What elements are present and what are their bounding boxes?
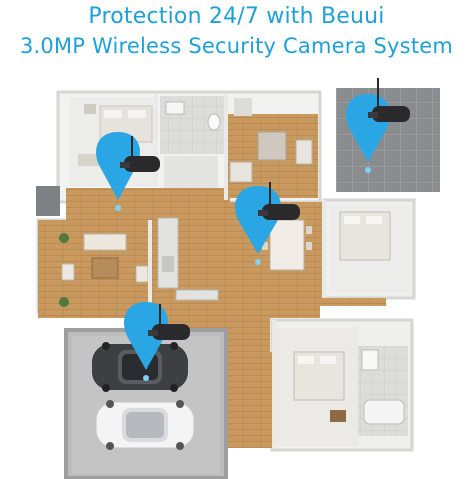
kitchen-counter <box>157 217 219 301</box>
car-icon <box>95 400 195 450</box>
camera-location-pin-icon <box>235 182 300 265</box>
bathroom-top <box>160 96 224 200</box>
bedroom-bottom <box>276 328 356 446</box>
headline-line-2: 3.0MP Wireless Security Camera System <box>19 34 454 58</box>
headline-line-1: Protection 24/7 with Beuui <box>88 4 385 29</box>
camera-location-pin-icon <box>346 78 410 173</box>
patio-left <box>36 186 60 216</box>
security-camera-icon <box>148 304 190 340</box>
floor-plan-illustration <box>36 78 440 479</box>
hallway-bottom <box>228 352 274 448</box>
bathroom-bottom <box>358 346 408 436</box>
security-camera-icon <box>368 78 410 122</box>
living-room-left <box>44 230 149 314</box>
security-camera-icon <box>120 136 160 172</box>
camera-location-pin-icon <box>96 132 160 211</box>
bedroom-right <box>330 206 410 292</box>
dining-lounge-top <box>228 98 318 198</box>
security-camera-icon <box>258 182 300 220</box>
camera-location-pin-icon <box>124 302 190 381</box>
